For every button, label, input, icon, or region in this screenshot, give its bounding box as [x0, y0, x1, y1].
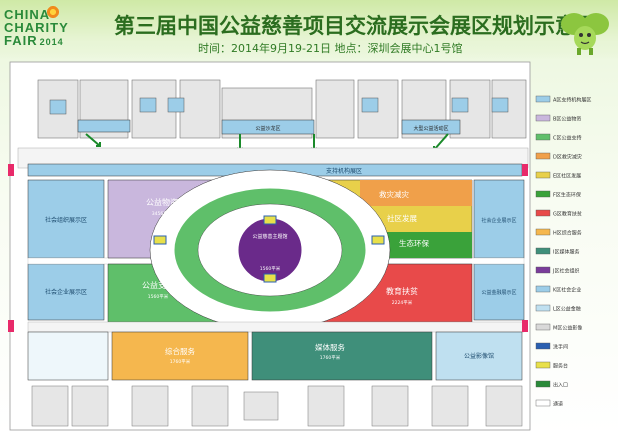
- legend-swatch: [535, 114, 551, 122]
- entrance-markers: [8, 164, 528, 332]
- zone-education-label: 教育扶贫: [386, 286, 418, 296]
- legend-label: B区公益物资: [553, 116, 581, 123]
- zone-left-top: [27, 179, 105, 259]
- legend-swatch: [535, 209, 551, 217]
- legend-swatch: [535, 228, 551, 236]
- legend-label: 服务台: [553, 363, 568, 370]
- legend-label: J区社会组织: [552, 268, 579, 275]
- zone-public-goods-sub: 3456平米: [152, 210, 173, 217]
- legend-swatch: [535, 190, 551, 198]
- legend-label: H区综合服务: [553, 230, 582, 237]
- zone-education-sub: 2224平米: [392, 299, 413, 306]
- zone-comprehensive-sub: 1760平米: [170, 358, 191, 365]
- legend-swatch: [535, 266, 551, 274]
- bottom-buildings: [31, 385, 523, 427]
- legend-swatch: [535, 247, 551, 255]
- center-hall-label: 公益慈善主题馆: [252, 233, 287, 240]
- legend-label: G区教育扶贫: [553, 211, 582, 218]
- logo-fair: FAIR: [4, 33, 38, 48]
- logo-year: 2014: [39, 37, 64, 47]
- zone-comprehensive: [111, 331, 249, 381]
- legend-label: I区媒体服务: [553, 249, 579, 256]
- zone-public-goods-label: 公益物资: [146, 197, 178, 207]
- salon-room-label: 公益沙龙区: [255, 125, 280, 132]
- zone-disaster: [360, 180, 472, 206]
- page-title: 第三届中国公益慈善项目交流展示会展区规划示意图: [114, 14, 597, 38]
- mascot-icon: [561, 13, 609, 55]
- legend-label: 洗手间: [553, 344, 568, 351]
- central-ring: [107, 169, 473, 331]
- zone-comprehensive-label: 综合服务: [165, 346, 195, 356]
- legend-swatch: [535, 304, 551, 312]
- lower-corridor: [27, 321, 525, 333]
- legend-label: D区救灾减灾: [553, 154, 582, 161]
- zone-film-label: 公益影像馆: [464, 352, 494, 360]
- zone-bottom-left: [27, 331, 109, 381]
- floor-plan: 公益沙龙区 大型公益活动区 支持机构展区 社会组织展示区 社会企业展示区 社会企…: [8, 61, 591, 431]
- legend-label: E区社区发展: [553, 173, 581, 180]
- legend-swatch: [535, 285, 551, 293]
- legend-label: A区支持机构展区: [553, 97, 591, 104]
- center-hall: [237, 217, 303, 283]
- zone-disaster-label: 救灾减灾: [379, 189, 409, 199]
- legend-swatch: [535, 95, 551, 103]
- legend-swatch: [535, 342, 551, 350]
- top-buildings: [37, 79, 527, 139]
- page-subtitle: 时间：2014年9月19-21日 地点：深圳会展中心1号馆: [198, 42, 463, 55]
- zone-right-top: [473, 179, 525, 259]
- zone-public-support-sub: 1560平米: [148, 293, 169, 300]
- zone-eco-label: 生态环保: [399, 238, 429, 248]
- zone-left-top-label: 社会组织展示区: [45, 216, 87, 224]
- zone-media: [251, 331, 433, 381]
- legend: A区支持机构展区 B区公益物资 C区公益支持 D区救灾减灾 E区社区发展 F区生态环保 G区…: [535, 95, 591, 408]
- legend-swatch: [535, 171, 551, 179]
- center-hall-sub: 1560平米: [260, 265, 281, 272]
- flower-icon: [46, 5, 60, 19]
- legend-label: M区公益影像: [553, 325, 582, 332]
- activity-room: [401, 119, 461, 135]
- legend-label: C区公益支持: [553, 135, 582, 142]
- legend-swatch: [535, 152, 551, 160]
- zone-right-bottom-label: 公益金融展示区: [481, 289, 516, 296]
- legend-swatch: [535, 380, 551, 388]
- salon-room: [221, 119, 315, 135]
- zone-media-label: 媒体服务: [315, 342, 345, 352]
- zone-left-bottom-label: 社会企业展示区: [45, 288, 87, 296]
- zone-right-top-label: 社会企业展示区: [481, 217, 516, 224]
- logo-line2: CHARITY: [4, 20, 69, 35]
- legend-label: L区公益金融: [553, 306, 581, 313]
- legend-swatch: [535, 323, 551, 331]
- zone-right-bottom: [473, 263, 525, 321]
- zone-top-band-label: 支持机构展区: [326, 167, 362, 175]
- activity-room-label: 大型公益活动区: [413, 125, 448, 132]
- legend-swatch: [535, 399, 551, 407]
- zone-film: [435, 331, 523, 381]
- header-band: [0, 0, 618, 60]
- logo-line1: CHINA: [4, 7, 51, 22]
- zone-community-label: 社区发展: [387, 213, 417, 223]
- zone-left-bottom: [27, 263, 105, 321]
- service-strip: [77, 119, 131, 133]
- legend-label: 出入口: [553, 382, 568, 389]
- legend-label: 通道: [553, 401, 563, 408]
- legend-label: K区社会企业: [553, 287, 581, 294]
- zone-public-support-label: 公益支持: [142, 280, 174, 290]
- legend-swatch: [535, 133, 551, 141]
- legend-swatch: [535, 361, 551, 369]
- zone-media-sub: 1760平米: [320, 354, 341, 361]
- legend-label: F区生态环保: [553, 192, 581, 199]
